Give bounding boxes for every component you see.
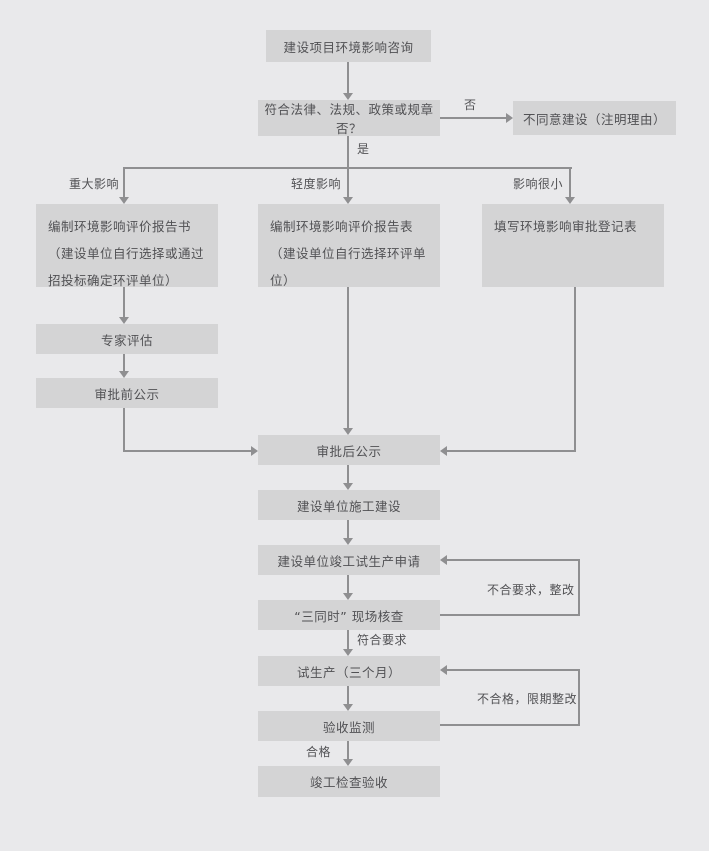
edge-label-not-meet-rectify: 不合要求，整改 <box>487 583 575 597</box>
node-report-form: 编制环境影响评价报告表（建设单位自行选择环评单位） <box>258 204 440 288</box>
arrowhead-left-icon <box>440 665 447 675</box>
edge-label-minimal-impact: 影响很小 <box>513 177 564 191</box>
node-question-compliance: 符合法律、法规、政策或规章否？ <box>258 100 440 136</box>
arrowhead-left-icon <box>440 446 447 456</box>
loop2-vertical-rail <box>578 669 580 726</box>
node-reject-construction: 不同意建设（注明理由） <box>513 101 676 135</box>
arrowhead-down-icon <box>343 593 353 600</box>
edge-label-yes: 是 <box>357 142 370 156</box>
loop1-bottom-rail <box>440 614 580 616</box>
connector-start-question <box>347 62 349 93</box>
edge-label-light-impact: 轻度影响 <box>291 177 342 191</box>
connector-branch-major <box>123 167 125 197</box>
connector-branch-minimal <box>569 167 571 197</box>
arrowhead-left-icon <box>440 555 447 565</box>
arrowhead-down-icon <box>343 197 353 204</box>
connector-trialprod-monitor <box>347 686 349 704</box>
arrowhead-right-icon <box>251 446 258 456</box>
connector-monitor-final <box>347 741 349 759</box>
node-onsite-check: “三同时” 现场核查 <box>258 600 440 630</box>
loop1-vertical-rail <box>578 559 580 616</box>
arrowhead-down-icon <box>343 759 353 766</box>
loop2-top-rail <box>447 669 580 671</box>
arrowhead-down-icon <box>565 197 575 204</box>
connector-branch-light <box>347 167 349 197</box>
node-acceptance-monitoring: 验收监测 <box>258 711 440 741</box>
arrowhead-down-icon <box>343 428 353 435</box>
connector-reg-postnotice-v <box>574 287 576 452</box>
node-construction: 建设单位施工建设 <box>258 490 440 520</box>
edge-label-meets-requirements: 符合要求 <box>357 633 408 647</box>
arrowhead-down-icon <box>343 483 353 490</box>
connector-form-postnotice <box>347 287 349 428</box>
node-trial-production: 试生产（三个月） <box>258 656 440 686</box>
connector-construction-trialapp <box>347 520 349 538</box>
arrowhead-down-icon <box>119 371 129 378</box>
arrowhead-down-icon <box>119 317 129 324</box>
connector-prenotice-postnotice-v <box>123 408 125 452</box>
loop1-top-rail <box>447 559 580 561</box>
connector-prenotice-postnotice-h <box>123 450 251 452</box>
arrowhead-down-icon <box>119 197 129 204</box>
connector-onsite-trialprod <box>347 630 349 649</box>
node-pre-approval-notice: 审批前公示 <box>36 378 218 408</box>
connector-expert-prenotice <box>123 354 125 371</box>
node-expert-evaluation: 专家评估 <box>36 324 218 354</box>
edge-label-qualified: 合格 <box>306 745 332 759</box>
edge-label-no: 否 <box>464 98 477 112</box>
node-final-acceptance: 竣工检查验收 <box>258 766 440 797</box>
connector-trialapp-onsite <box>347 575 349 593</box>
arrowhead-right-icon <box>506 113 513 123</box>
node-trial-application: 建设单位竣工试生产申请 <box>258 545 440 575</box>
connector-reg-postnotice-h <box>447 450 576 452</box>
node-start: 建设项目环境影响咨询 <box>266 30 431 62</box>
node-post-approval-notice: 审批后公示 <box>258 435 440 465</box>
connector-book-expert <box>123 287 125 317</box>
node-report-book: 编制环境影响评价报告书（建设单位自行选择或通过招投标确定环评单位） <box>36 204 218 288</box>
connector-postnotice-construction <box>347 465 349 483</box>
edge-label-unqualified-rectify: 不合格，限期整改 <box>477 692 578 706</box>
node-registration-form: 填写环境影响审批登记表 <box>482 204 664 287</box>
connector-question-fork <box>347 136 349 169</box>
arrowhead-down-icon <box>343 649 353 656</box>
edge-label-major-impact: 重大影响 <box>69 177 120 191</box>
arrowhead-down-icon <box>343 538 353 545</box>
loop2-bottom-rail <box>440 724 580 726</box>
connector-question-reject <box>440 117 506 119</box>
arrowhead-down-icon <box>343 704 353 711</box>
arrowhead-down-icon <box>343 93 353 100</box>
